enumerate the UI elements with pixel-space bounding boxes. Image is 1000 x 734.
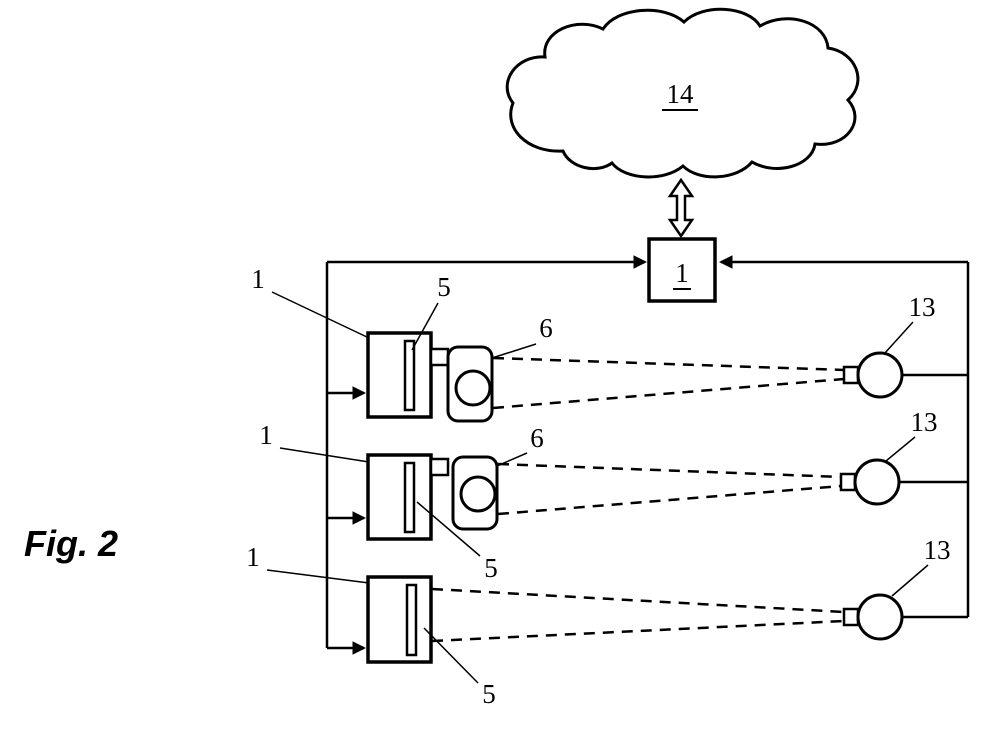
ref-label-sensor1: 5 bbox=[437, 272, 451, 302]
device-node-2 bbox=[366, 453, 499, 541]
camera-lens-2 bbox=[459, 475, 497, 513]
lamp-circle-1 bbox=[856, 351, 904, 399]
ref-label-camera1: 6 bbox=[539, 313, 553, 343]
device-sensor-strip-2 bbox=[403, 461, 416, 534]
lamp-circle-2 bbox=[853, 458, 901, 506]
ref-label-sensor3: 5 bbox=[482, 679, 496, 709]
beam-device3-to-lamp3-lower bbox=[431, 619, 845, 643]
lamp-connector-1 bbox=[842, 365, 860, 385]
lamp-node-3 bbox=[842, 593, 904, 641]
beam-device2-to-lamp2-lower bbox=[497, 484, 842, 516]
cloud-label: 14 bbox=[667, 79, 695, 109]
reference-labels: 1 5 6 1 6 5 1 5 13 13 13 bbox=[246, 264, 950, 709]
lamp-node-2 bbox=[839, 458, 901, 506]
gateway-node: 1 bbox=[647, 237, 717, 303]
cloud-shape bbox=[505, 7, 860, 179]
camera-mount-2 bbox=[429, 457, 450, 477]
figure-caption: Fig. 2 bbox=[24, 523, 118, 564]
cloud-node: 14 bbox=[505, 7, 860, 179]
ref-label-device2: 1 bbox=[259, 420, 273, 450]
ref-label-device3: 1 bbox=[246, 542, 260, 572]
device-box-1 bbox=[366, 331, 433, 419]
camera-lens-1 bbox=[454, 369, 492, 407]
gateway-label: 1 bbox=[675, 258, 689, 288]
gateway-box bbox=[647, 237, 717, 303]
lamp-node-1 bbox=[842, 351, 904, 399]
ref-label-sensor2: 5 bbox=[484, 553, 498, 583]
leader-lamp3-label bbox=[891, 564, 929, 597]
leader-lamp1-label bbox=[883, 321, 914, 355]
beam-device3-to-lamp3-upper bbox=[431, 587, 845, 614]
lamp-circle-3 bbox=[856, 593, 904, 641]
beam-device1-to-lamp1-upper bbox=[492, 356, 845, 372]
ref-label-lamp2: 13 bbox=[911, 407, 938, 437]
leader-device2-label bbox=[279, 447, 370, 463]
ref-label-lamp1: 13 bbox=[909, 292, 936, 322]
device-sensor-strip-1 bbox=[403, 339, 416, 412]
lamp-connector-3 bbox=[842, 607, 860, 627]
device-sensor-strip-3 bbox=[405, 583, 418, 657]
leader-device1-label bbox=[271, 291, 370, 339]
lamp-connector-2 bbox=[839, 472, 857, 492]
right-bus bbox=[718, 255, 970, 619]
beam-group bbox=[431, 356, 845, 643]
leader-camera2-label bbox=[496, 452, 528, 467]
leader-lamp2-label bbox=[885, 436, 916, 462]
camera-mount-1 bbox=[429, 347, 450, 367]
ref-label-lamp3: 13 bbox=[924, 535, 951, 565]
ref-label-device1: 1 bbox=[251, 264, 265, 294]
leader-sensor2-label bbox=[416, 501, 481, 557]
device-box-3 bbox=[366, 575, 433, 664]
leader-sensor1-label bbox=[411, 302, 439, 351]
leader-camera1-label bbox=[491, 343, 537, 359]
beam-device1-to-lamp1-lower bbox=[492, 377, 845, 410]
device-node-3 bbox=[366, 575, 433, 664]
up-down-arrow bbox=[667, 177, 695, 239]
leader-device3-label bbox=[266, 569, 370, 584]
beam-device2-to-lamp2-upper bbox=[497, 462, 842, 479]
device-box-2 bbox=[366, 453, 433, 541]
leader-sensor3-label bbox=[423, 627, 479, 684]
ref-label-camera2: 6 bbox=[530, 423, 544, 453]
device-node-1 bbox=[366, 331, 494, 423]
